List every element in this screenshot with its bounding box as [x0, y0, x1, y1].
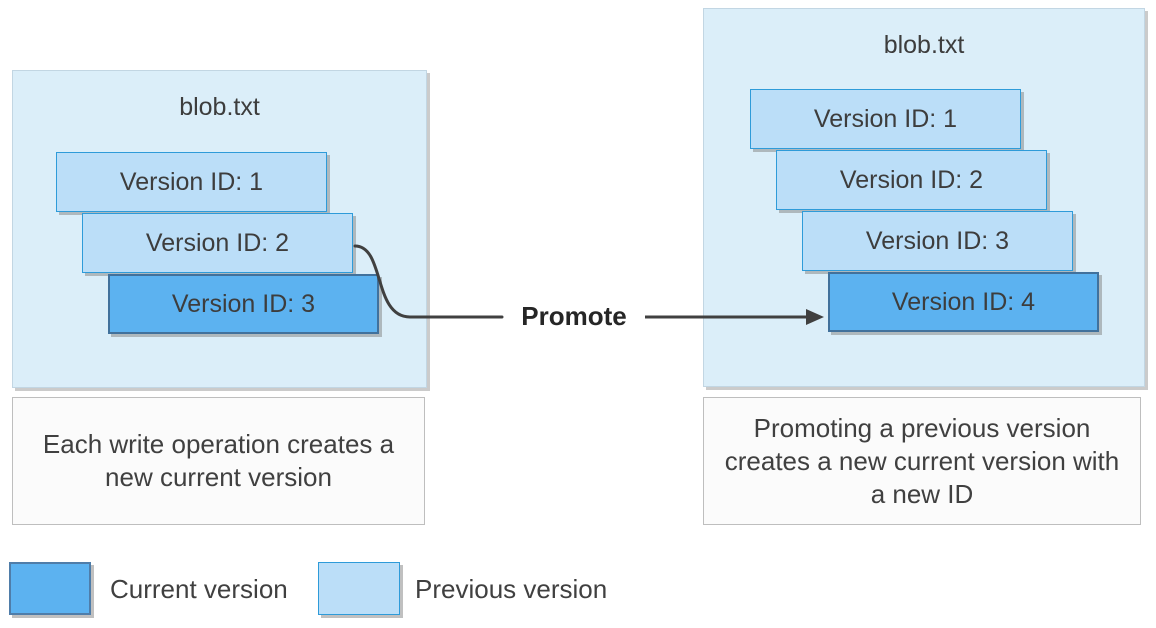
blob-title: blob.txt	[179, 93, 260, 121]
caption-promote-version: Promoting a previous version creates a n…	[703, 397, 1141, 525]
version-box: Version ID: 2	[776, 150, 1047, 210]
promote-label: Promote	[521, 301, 627, 331]
legend-label: Current version	[110, 574, 288, 604]
blob-title: blob.txt	[883, 31, 965, 59]
version-box: Version ID: 3	[802, 211, 1073, 271]
version-box: Version ID: 2	[82, 213, 353, 273]
legend-swatch-previous-version	[318, 562, 400, 615]
version-box: Version ID: 1	[56, 152, 327, 212]
caption-text: Each write operation creates a new curre…	[42, 429, 395, 492]
version-box: Version ID: 4	[828, 272, 1099, 332]
legend-swatch-current-version	[9, 562, 91, 615]
caption-write-operation: Each write operation creates a new curre…	[12, 397, 425, 525]
version-box: Version ID: 3	[108, 274, 379, 334]
version-box: Version ID: 1	[750, 89, 1021, 149]
caption-text: Promoting a previous version creates a n…	[724, 412, 1120, 509]
legend-label: Previous version	[415, 574, 608, 604]
